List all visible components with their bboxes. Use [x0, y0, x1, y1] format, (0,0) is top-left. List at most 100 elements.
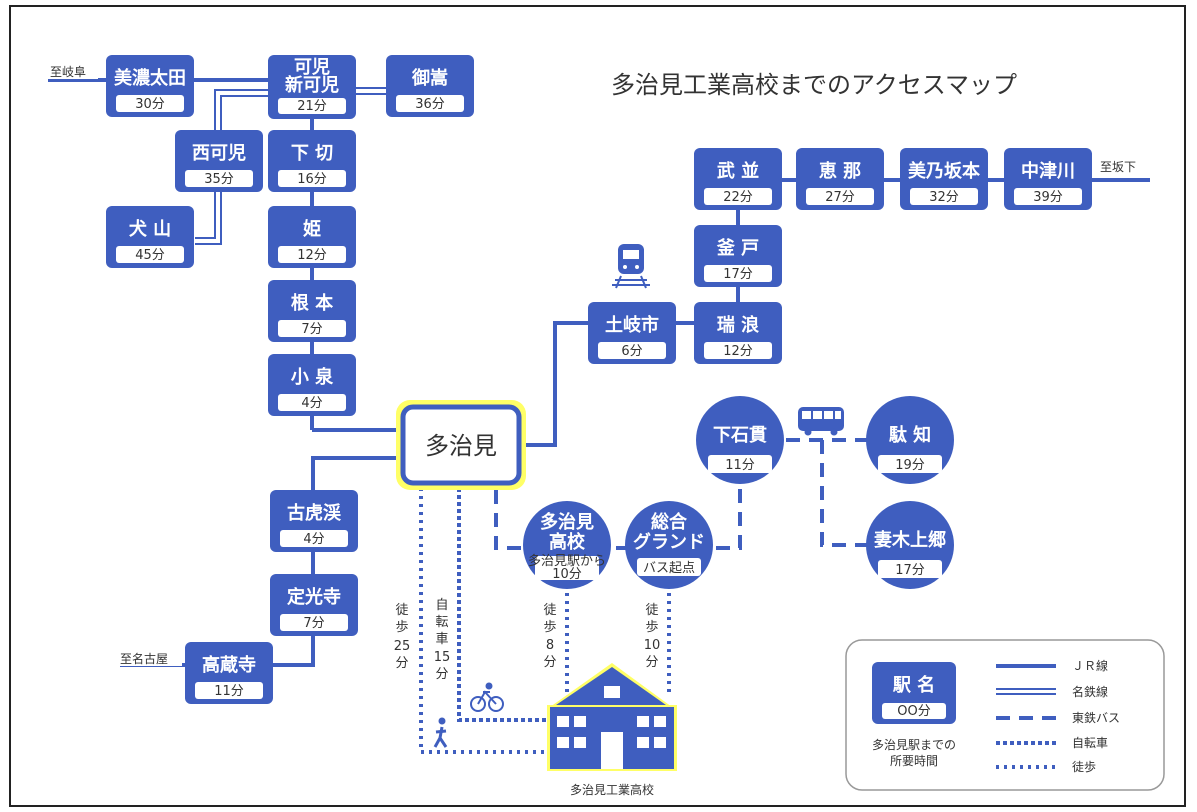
bus-stop-shimoishiga[interactable]: 下石貫 11分	[696, 396, 784, 484]
station-nemoto[interactable]: 根 本 7分	[268, 280, 356, 342]
svg-text:徒: 徒	[395, 603, 408, 618]
station-ena[interactable]: 恵 那 27分	[796, 148, 884, 210]
station-mitake[interactable]: 御嵩 36分	[386, 55, 474, 117]
train-icon	[612, 244, 650, 289]
svg-text:17分: 17分	[723, 267, 753, 282]
bus-stop-dachi[interactable]: 駄 知 19分	[866, 396, 954, 484]
legend-bus: 東鉄バス	[1072, 710, 1120, 725]
svg-text:根 本: 根 本	[291, 292, 333, 314]
svg-text:11分: 11分	[214, 684, 244, 699]
bicycle-icon	[470, 682, 504, 712]
station-hime[interactable]: 姫 12分	[268, 206, 356, 268]
legend-station-name: 駅 名	[892, 674, 935, 696]
svg-text:7分: 7分	[303, 616, 324, 631]
bus-stop-tsumaki[interactable]: 妻木上郷 17分	[866, 501, 954, 589]
station-kokokei[interactable]: 古虎渓 4分	[270, 490, 358, 552]
svg-text:35分: 35分	[204, 172, 234, 187]
station-jokoji[interactable]: 定光寺 7分	[270, 574, 358, 636]
svg-text:中津川: 中津川	[1021, 160, 1075, 182]
station-nishikani[interactable]: 西可児 35分	[175, 130, 263, 192]
station-minosaka[interactable]: 美乃坂本 32分	[900, 148, 988, 210]
walk-label-sogo: 徒 歩 10 分	[642, 600, 662, 672]
svg-text:西可児: 西可児	[192, 143, 246, 164]
svg-text:恵 那: 恵 那	[819, 160, 861, 182]
bus-stop-sogo-ground[interactable]: 総合 グランド バス起点	[625, 501, 713, 589]
station-minoota[interactable]: 美濃太田 30分	[106, 55, 194, 117]
direction-nagoya: 至名古屋	[120, 651, 168, 666]
svg-text:6分: 6分	[621, 344, 642, 359]
svg-text:徒: 徒	[645, 603, 658, 618]
svg-text:歩: 歩	[395, 620, 408, 635]
station-tokishi[interactable]: 土岐市 6分	[588, 302, 676, 364]
svg-text:7分: 7分	[301, 322, 322, 337]
svg-text:古虎渓: 古虎渓	[287, 502, 342, 524]
svg-text:10: 10	[644, 638, 661, 653]
station-mizunami[interactable]: 瑞 浪 12分	[694, 302, 782, 364]
svg-text:分: 分	[645, 655, 658, 670]
svg-text:22分: 22分	[723, 190, 753, 205]
svg-text:新可児: 新可児	[285, 74, 339, 96]
direction-gifu: 至岐阜	[50, 65, 86, 79]
svg-text:歩: 歩	[543, 620, 556, 635]
svg-text:分: 分	[395, 656, 408, 671]
svg-text:15: 15	[434, 650, 451, 665]
station-kamado[interactable]: 釜 戸 17分	[694, 225, 782, 287]
svg-text:姫: 姫	[303, 218, 321, 240]
svg-text:美乃坂本: 美乃坂本	[908, 160, 980, 182]
svg-text:犬 山: 犬 山	[129, 218, 171, 240]
station-takenami[interactable]: 武 並 22分	[694, 148, 782, 210]
hub-station-tajimi[interactable]: 多治見	[396, 400, 526, 490]
svg-text:45分: 45分	[135, 248, 165, 263]
walk-label-station: 徒 歩 25 分	[392, 600, 412, 682]
svg-text:8: 8	[546, 638, 554, 653]
walk-label-hs: 徒 歩 8 分	[540, 600, 560, 670]
svg-text:釜 戸: 釜 戸	[716, 237, 759, 259]
svg-text:御嵩: 御嵩	[411, 67, 448, 89]
svg-text:徒: 徒	[543, 603, 556, 618]
svg-text:32分: 32分	[929, 190, 959, 205]
legend: 駅 名 OO分 多治見駅までの 所要時間 ＪＲ線 名鉄線 東鉄バス 自転車 徒歩	[845, 639, 1165, 791]
svg-text:11分: 11分	[725, 458, 755, 473]
svg-text:可児: 可児	[294, 57, 330, 78]
svg-text:高校: 高校	[549, 531, 586, 553]
walker-icon	[433, 717, 448, 748]
svg-text:総合: 総合	[651, 511, 688, 533]
svg-text:小 泉: 小 泉	[291, 366, 334, 388]
svg-text:4分: 4分	[301, 396, 322, 411]
bike-label-station: 自 転 車 15 分	[432, 596, 452, 684]
bus-icon	[798, 407, 844, 436]
bike-walk-lines	[419, 488, 671, 754]
svg-text:多治見: 多治見	[425, 432, 497, 460]
station-koizumi[interactable]: 小 泉 4分	[268, 354, 356, 416]
svg-text:グランド: グランド	[633, 531, 705, 553]
svg-text:多治見駅から: 多治見駅から	[528, 553, 606, 569]
direction-sakashita: 至坂下	[1100, 160, 1136, 174]
station-nakatsugawa[interactable]: 中津川 39分	[1004, 148, 1092, 210]
svg-text:自: 自	[435, 598, 448, 613]
svg-text:駄 知: 駄 知	[889, 424, 931, 446]
legend-walk: 徒歩	[1072, 759, 1096, 774]
svg-text:39分: 39分	[1033, 190, 1063, 205]
svg-text:12分: 12分	[297, 248, 327, 263]
svg-text:16分: 16分	[297, 172, 327, 187]
svg-text:転: 転	[435, 615, 448, 630]
svg-text:分: 分	[435, 667, 448, 682]
legend-caption-1: 多治見駅までの	[872, 738, 956, 752]
svg-text:25: 25	[394, 639, 411, 654]
station-kozoji[interactable]: 高蔵寺 11分	[185, 642, 273, 704]
legend-caption-2: 所要時間	[890, 754, 938, 768]
svg-text:定光寺: 定光寺	[287, 586, 341, 608]
station-shimogiri[interactable]: 下 切 16分	[268, 130, 356, 192]
svg-text:バス起点: バス起点	[643, 561, 695, 576]
svg-text:下石貫: 下石貫	[713, 425, 767, 446]
svg-text:武 並: 武 並	[717, 160, 759, 182]
svg-text:4分: 4分	[303, 532, 324, 547]
station-kani[interactable]: 可児 新可児 21分	[268, 55, 356, 119]
station-inuyama[interactable]: 犬 山 45分	[106, 206, 194, 268]
bus-stop-tajimi-hs[interactable]: 多治見 高校 多治見駅から 10分	[523, 501, 611, 589]
svg-text:美濃太田: 美濃太田	[114, 67, 186, 89]
svg-text:歩: 歩	[645, 620, 658, 635]
svg-text:下 切: 下 切	[291, 143, 333, 164]
legend-meitetsu: 名鉄線	[1072, 684, 1108, 699]
